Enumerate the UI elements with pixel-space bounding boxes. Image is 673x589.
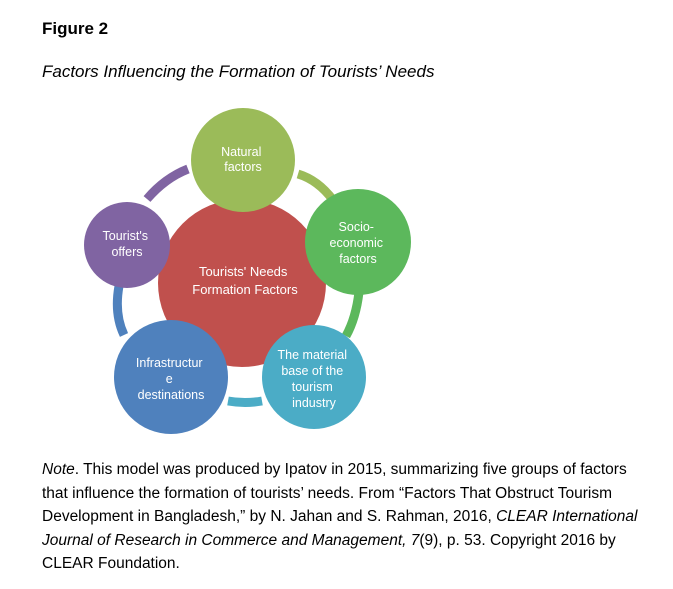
arc-natural-to-socio [296, 169, 337, 203]
note-text-2: (9), p. 53. Copyright 2016 by CLEAR Foun… [42, 531, 616, 573]
node-tourists-offers-circle [84, 202, 170, 288]
node-natural-circle [191, 108, 295, 212]
node-socio-economic-circle [305, 189, 411, 295]
arc-infra-to-offers [112, 285, 129, 337]
figure-note: Note. This model was produced by Ipatov … [42, 458, 642, 576]
node-tourists-offers-label: Tourist's offers [103, 229, 152, 259]
figure-label: Figure 2 [42, 19, 109, 38]
node-natural-label: Natural factors [221, 145, 265, 174]
factors-cycle-diagram: Tourists' Needs Formation Factors Natura… [84, 108, 411, 434]
arc-offers-to-natural [143, 164, 190, 202]
arc-socio-to-material [342, 291, 364, 339]
center-circle [158, 199, 326, 367]
center-label: Tourists' Needs Formation Factors [192, 264, 298, 297]
center-label-line-1: Tourists' Needs [199, 264, 288, 279]
node-material-base-label: The material base of the tourism industr… [278, 348, 351, 410]
arc-material-to-infra [227, 396, 263, 407]
node-material-base-circle [262, 325, 366, 429]
node-infrastructure-label: Infrastructur e destinations [136, 356, 206, 402]
note-journal: CLEAR International Journal of Research … [42, 508, 638, 549]
note-label: Note [42, 461, 75, 478]
center-label-line-2: Formation Factors [192, 282, 298, 297]
figure-title: Factors Influencing the Formation of Tou… [42, 62, 435, 81]
node-infrastructure-circle [114, 320, 228, 434]
node-socio-economic-label: Socio- economic factors [330, 220, 387, 266]
note-text-1: . This model was produced by Ipatov in 2… [42, 461, 627, 525]
